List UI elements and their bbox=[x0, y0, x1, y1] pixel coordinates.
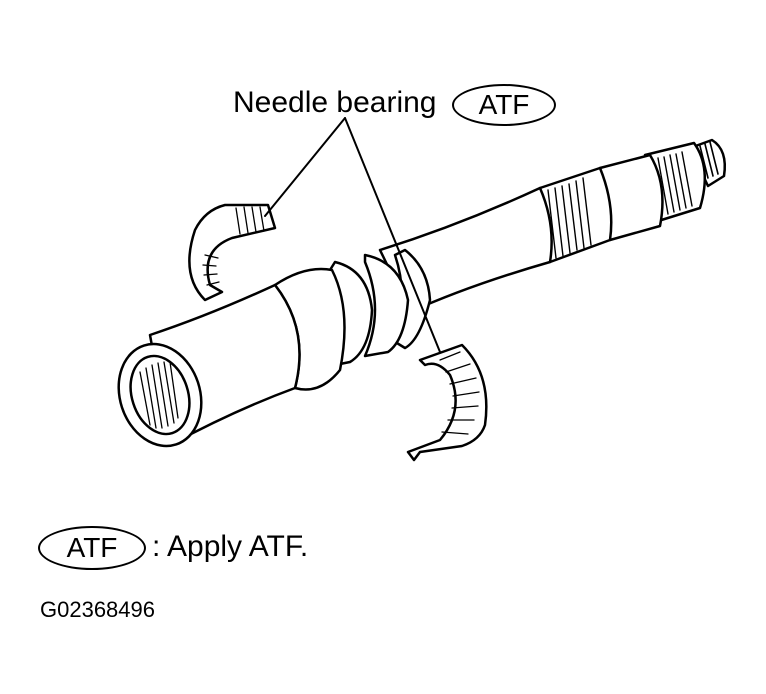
atf-badge: ATF bbox=[452, 84, 556, 126]
shaft-groove-2 bbox=[363, 253, 410, 358]
figure-code: G02368496 bbox=[40, 597, 155, 622]
callout-leaders bbox=[264, 117, 441, 353]
legend-atf-badge: ATF bbox=[38, 526, 146, 570]
legend-text: : Apply ATF. bbox=[152, 530, 309, 563]
shaft-mid-spline bbox=[538, 166, 613, 264]
shaft bbox=[117, 138, 726, 448]
needle-bearing-lower bbox=[406, 343, 488, 462]
shaft-front-bore bbox=[129, 354, 191, 436]
leader-line-lower bbox=[344, 117, 441, 353]
leader-line-upper bbox=[264, 117, 346, 217]
callout-label: Needle bearing bbox=[233, 86, 437, 119]
shaft-collar bbox=[598, 153, 664, 242]
needle-bearing-upper bbox=[188, 203, 277, 302]
